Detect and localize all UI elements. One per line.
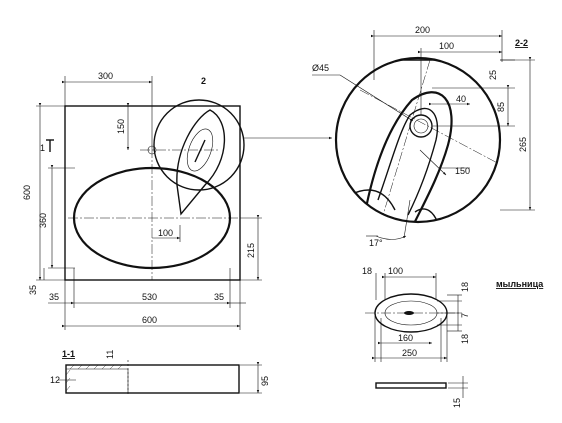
dim-soap-100: 100 — [388, 266, 403, 276]
soap-dish-view: мыльница 100 18 18 7 18 160 250 15 — [362, 266, 544, 408]
section-title-2-2: 2-2 — [515, 38, 528, 48]
dim-dia-45: Ø45 — [312, 63, 329, 73]
soap-dish-groove — [176, 109, 226, 216]
dim-25: 25 — [488, 70, 498, 80]
dim-300: 300 — [98, 71, 113, 81]
dim-soap-18-bottom: 18 — [460, 334, 470, 344]
sink-plan-view: 2 300 150 1 600 360 35 215 100 — [22, 71, 262, 330]
soap-dish-title: мыльница — [496, 279, 544, 289]
dim-section-11: 11 — [105, 350, 115, 359]
dim-soap-15: 15 — [452, 398, 462, 408]
dim-soap-18-top: 18 — [362, 266, 372, 276]
dim-600-horizontal: 600 — [142, 315, 157, 325]
dim-35-left: 35 — [49, 292, 59, 302]
section-1-1-view: 1-1 11 12 95 — [50, 349, 270, 395]
callout-label: 2 — [201, 76, 206, 86]
dim-150: 150 — [116, 119, 126, 134]
dim-35-right: 35 — [214, 292, 224, 302]
callout-circle — [153, 99, 245, 191]
detail-view: 2-2 200 100 Ø45 25 — [312, 25, 535, 248]
dim-360: 360 — [38, 213, 48, 228]
dim-angle-17: 17° — [369, 238, 383, 248]
dim-85: 85 — [496, 102, 506, 112]
dim-215: 215 — [246, 243, 256, 258]
dim-soap-250: 250 — [402, 348, 417, 358]
dim-265: 265 — [518, 137, 528, 152]
dim-150-detail: 150 — [455, 166, 470, 176]
dim-600-vertical: 600 — [22, 185, 32, 200]
dim-200: 200 — [415, 25, 430, 35]
dim-soap-160: 160 — [398, 333, 413, 343]
section-title-1-1: 1-1 — [62, 349, 75, 359]
dim-100-inner: 100 — [158, 228, 173, 238]
dim-530: 530 — [142, 292, 157, 302]
dim-soap-18-right: 18 — [460, 282, 470, 292]
dim-100-detail: 100 — [439, 41, 454, 51]
dim-35-bottom: 35 — [28, 285, 38, 295]
section-profile — [65, 364, 240, 394]
drain-ring — [409, 114, 433, 138]
dim-section-95: 95 — [260, 376, 270, 386]
dim-40: 40 — [456, 94, 466, 104]
dim-soap-7: 7 — [460, 313, 470, 318]
drain-hole — [413, 118, 429, 134]
soap-dish-drain — [194, 139, 206, 163]
dim-section-12: 12 — [50, 375, 60, 385]
section-mark-1: 1 — [40, 143, 45, 153]
detail-circle — [334, 56, 502, 224]
soap-dish-profile — [375, 382, 447, 389]
countertop-outline — [64, 105, 241, 281]
soap-dish-inner — [186, 128, 214, 172]
